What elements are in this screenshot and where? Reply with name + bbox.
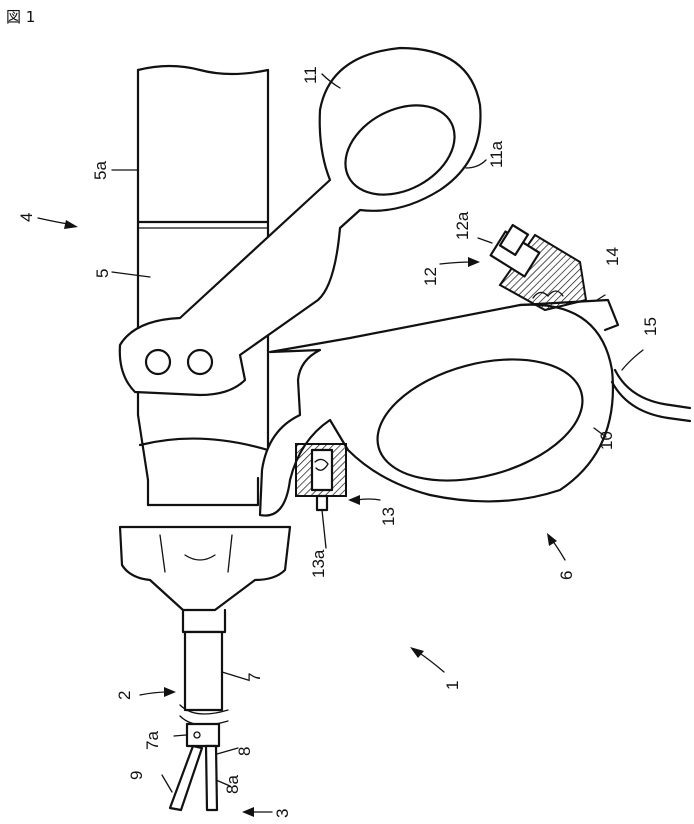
- figure-title: 図 1: [6, 8, 35, 26]
- label-14: 14: [603, 247, 622, 266]
- label-2: 2: [115, 691, 134, 700]
- label-5a: 5a: [91, 161, 110, 180]
- label-12a: 12a: [453, 211, 472, 240]
- label-7: 7: [245, 673, 264, 682]
- label-15: 15: [641, 317, 660, 336]
- label-10: 10: [597, 431, 616, 450]
- label-13a: 13a: [309, 549, 328, 578]
- label-6: 6: [557, 571, 576, 580]
- switch-13: [296, 444, 346, 510]
- label-13: 13: [379, 507, 398, 526]
- base-connector: [120, 527, 290, 632]
- label-11: 11: [301, 66, 320, 84]
- label-1: 1: [443, 681, 462, 690]
- cable-15: [615, 370, 690, 408]
- label-11a: 11a: [487, 140, 506, 168]
- switch-12: [491, 225, 586, 310]
- label-8: 8: [235, 747, 254, 756]
- label-9: 9: [127, 771, 146, 780]
- label-12: 12: [421, 267, 440, 286]
- label-7a: 7a: [143, 731, 162, 750]
- label-3: 3: [273, 809, 292, 818]
- shaft-7: [170, 632, 228, 810]
- label-5: 5: [93, 269, 112, 278]
- label-4: 4: [17, 213, 36, 222]
- label-8a: 8a: [223, 775, 242, 794]
